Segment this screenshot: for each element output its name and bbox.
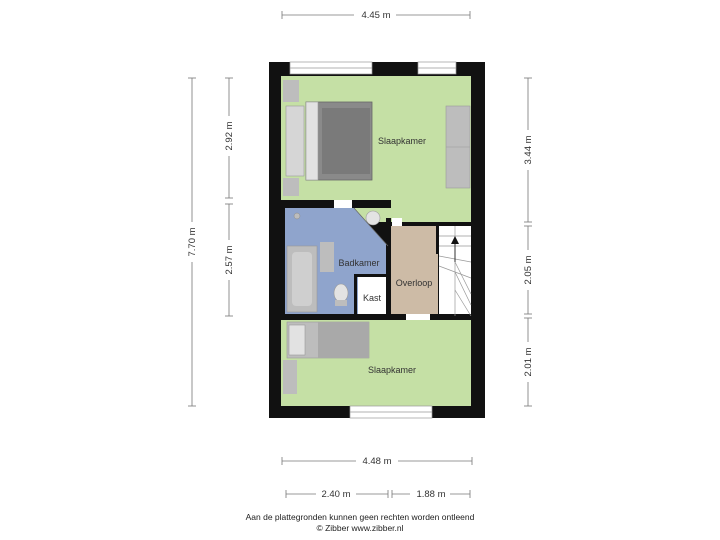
footer-copyright: © Zibber www.zibber.nl xyxy=(316,523,404,533)
single-bed xyxy=(286,321,370,359)
dim-left-lower: 2.57 m xyxy=(224,245,235,274)
dim-bottom-left: 2.40 m xyxy=(321,489,350,500)
dim-right-upper: 3.44 m xyxy=(523,135,534,164)
room-label-bedroom-top: Slaapkamer xyxy=(378,136,426,146)
dim-bottom-right: 1.88 m xyxy=(416,489,445,500)
windows xyxy=(289,61,457,419)
dim-bottom-width: 4.48 m xyxy=(362,456,391,467)
storage-floor xyxy=(358,276,386,316)
room-label-bathroom: Badkamer xyxy=(338,258,379,268)
nightstand-top-right xyxy=(283,178,299,196)
dim-right-lower: 2.01 m xyxy=(523,347,534,376)
nightstand-bottom xyxy=(283,360,297,394)
dim-left-total: 7.70 m xyxy=(187,227,198,256)
bathroom-radiator-valve xyxy=(293,212,301,220)
double-bed xyxy=(285,101,373,181)
dim-left-upper: 2.92 m xyxy=(224,121,235,150)
stair-direction-arrow-icon xyxy=(451,236,459,262)
nightstand-top-left xyxy=(283,80,299,102)
dim-top-width: 4.45 m xyxy=(361,10,390,21)
room-label-landing: Overloop xyxy=(396,278,433,288)
dim-right-middle: 2.05 m xyxy=(523,255,534,284)
door-openings xyxy=(334,200,430,320)
shower-drain xyxy=(365,210,381,226)
toilet xyxy=(333,283,349,303)
landing-floor xyxy=(391,226,438,316)
room-label-storage: Kast xyxy=(363,293,382,303)
washbasin-counter xyxy=(320,242,334,272)
footer-disclaimer: Aan de plattegronden kunnen geen rechten… xyxy=(245,512,475,522)
room-label-bedroom-bottom: Slaapkamer xyxy=(368,365,416,375)
staircase xyxy=(438,226,472,317)
